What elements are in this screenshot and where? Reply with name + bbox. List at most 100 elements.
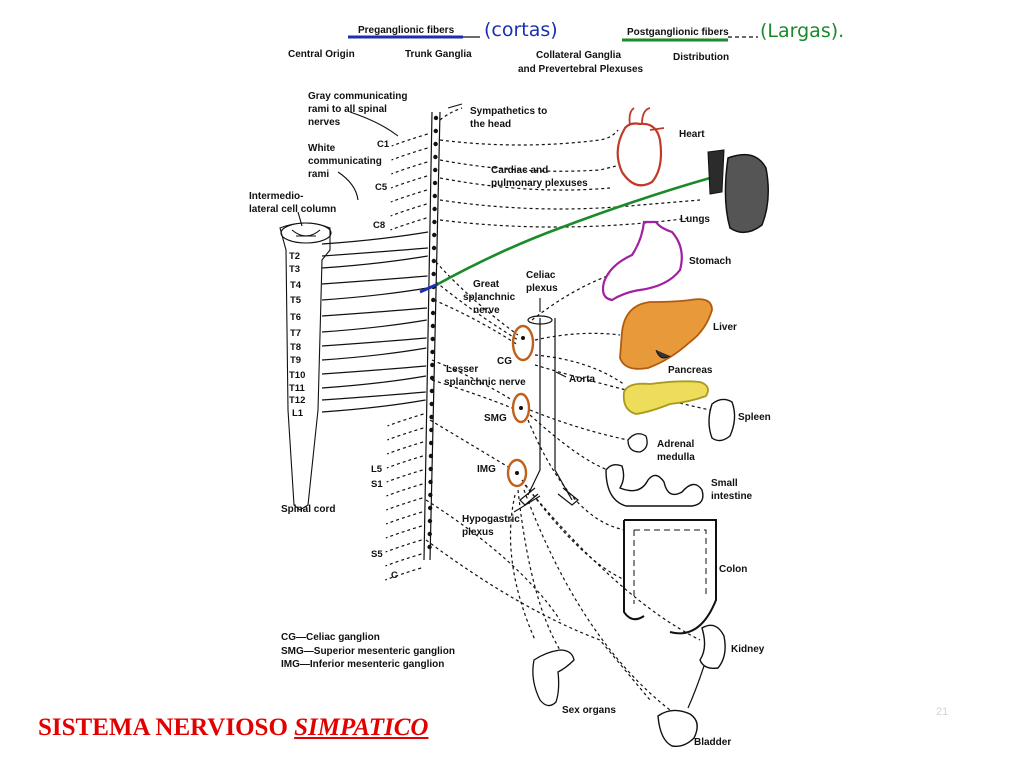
distribution-header: Distribution	[673, 52, 729, 63]
adrenal-label-2: medulla	[657, 452, 695, 463]
structure-labels: Gray communicating rami to all spinal ne…	[249, 91, 596, 538]
central-origin-header: Central Origin	[288, 49, 355, 60]
hypogastric-label-2: plexus	[462, 527, 494, 538]
segment-l5: L5	[371, 464, 383, 475]
preganglionic-fiber	[321, 391, 426, 401]
collateral-ganglia-header: Collateral Ganglia	[536, 50, 621, 61]
pelvic-fiber-1	[425, 499, 561, 621]
segment-t10: T10	[289, 370, 305, 381]
img-dot	[515, 471, 519, 475]
smg-dot	[519, 406, 523, 410]
trunk-line-right	[429, 111, 441, 561]
white-rami-label-1: White	[308, 143, 336, 154]
abbreviation-key: CG—Celiac ganglion SMG—Superior mesenter…	[281, 632, 455, 670]
trunk-ganglion	[428, 466, 433, 472]
bladder-label: Bladder	[694, 737, 731, 748]
trunk-ganglion	[431, 245, 437, 251]
great-splanchnic-nerve	[435, 261, 519, 336]
hypogastric-pointer	[513, 495, 541, 513]
hypogastric-label-1: Hypogastric	[462, 514, 520, 525]
trunk-ganglion	[433, 128, 439, 134]
colon-inner	[633, 529, 707, 604]
celiac-plexus-label-1: Celiac	[526, 270, 556, 281]
intermediolateral-label-1: Intermedio-	[249, 191, 303, 202]
preganglionic-fiber	[321, 347, 427, 361]
sex-organs-organ	[532, 649, 575, 707]
trunk-ganglion	[432, 219, 437, 225]
white-rami-label-2: communicating	[308, 156, 382, 167]
white-rami-label-3: rami	[308, 169, 329, 180]
colon-label: Colon	[719, 564, 747, 575]
slide-title-main: SISTEMA NERVIOSO	[38, 714, 295, 741]
heart-label: Heart	[679, 129, 705, 140]
lesser-splanchnic-nerve	[431, 359, 513, 401]
segment-t11: T11	[289, 383, 306, 394]
segment-c8: C8	[373, 220, 385, 231]
gray-ramus	[387, 427, 424, 441]
slide-number: 21	[936, 706, 949, 718]
gray-ramus	[384, 567, 422, 581]
prevertebral-plexuses-header: and Prevertebral Plexuses	[518, 64, 644, 75]
trunk-line-left	[423, 111, 433, 561]
white-rami-pointer	[337, 171, 359, 201]
lesser-splanchnic-label-1: Lesser	[446, 364, 478, 375]
lesser-splanchnic-label-2: splanchnic nerve	[444, 377, 526, 388]
postganglionic-fibers	[425, 107, 711, 711]
pelvic-fiber-2	[425, 539, 651, 701]
abbreviation-smg: SMG—Superior mesenteric ganglion	[281, 646, 455, 657]
gray-ramus	[385, 525, 422, 539]
lungs-label: Lungs	[680, 214, 710, 225]
trunk-ganglia	[427, 115, 439, 550]
aorta-bifurcation-right	[557, 487, 579, 506]
fiber-to-head	[439, 107, 463, 121]
gray-ramus	[386, 469, 423, 483]
sympathetic-trunk	[423, 111, 441, 561]
preganglionic-fiber	[321, 337, 427, 347]
gray-ramus	[390, 217, 427, 231]
lungs-organ	[707, 149, 769, 234]
trunk-ganglion	[428, 479, 433, 485]
fiber-to-sex-organs	[517, 489, 561, 651]
gray-ramus	[391, 133, 428, 147]
aorta	[519, 315, 579, 506]
fiber-cardiac-2	[439, 177, 611, 191]
gray-ramus	[386, 483, 423, 497]
fiber-to-lungs	[439, 199, 701, 210]
adrenal-label-1: Adrenal	[657, 439, 694, 450]
trunk-ganglion	[432, 180, 438, 186]
smg-label: SMG	[484, 413, 507, 424]
preganglionic-fibers	[321, 231, 429, 413]
preganglionic-fiber-blue	[419, 282, 439, 294]
trunk-ganglion	[429, 427, 434, 433]
spleen-label: Spleen	[738, 412, 771, 423]
gray-ramus	[390, 189, 428, 203]
trunk-ganglion	[428, 492, 433, 498]
sex-organs-label: Sex organs	[562, 705, 616, 716]
trunk-ganglion	[433, 154, 438, 160]
inferior-mesenteric-ganglion	[506, 458, 528, 488]
trachea	[707, 149, 725, 195]
fiber-to-bladder	[523, 489, 671, 711]
celiac-ganglion-dot	[521, 336, 525, 340]
lumbar-splanchnic-nerve	[429, 419, 511, 469]
segment-t8: T8	[290, 342, 301, 353]
ureter	[687, 665, 705, 709]
gray-rami-label-2: rami to all spinal	[308, 104, 387, 115]
superior-mesenteric-ganglion	[511, 392, 531, 424]
sympathetics-head-pointer	[447, 103, 463, 109]
celiac-trunk	[527, 315, 553, 325]
great-splanchnic-label-1: Great	[473, 279, 500, 290]
liver-label: Liver	[713, 322, 737, 333]
small-intestine-label-2: intestine	[711, 491, 753, 502]
preganglionic-fiber	[321, 307, 428, 317]
gray-rami-label-3: nerves	[308, 117, 341, 128]
stomach-label: Stomach	[689, 256, 731, 267]
abbreviation-img: IMG—Inferior mesenteric ganglion	[281, 659, 444, 670]
postganglionic-legend-label: Postganglionic fibers	[627, 27, 729, 38]
segment-t7: T7	[290, 328, 301, 339]
stomach-organ	[601, 220, 683, 302]
trunk-ganglion	[430, 310, 436, 316]
postganglionic-note: (Largas).	[760, 20, 844, 42]
preganglionic-note: (cortas)	[484, 19, 558, 41]
gray-ramus	[385, 511, 423, 525]
